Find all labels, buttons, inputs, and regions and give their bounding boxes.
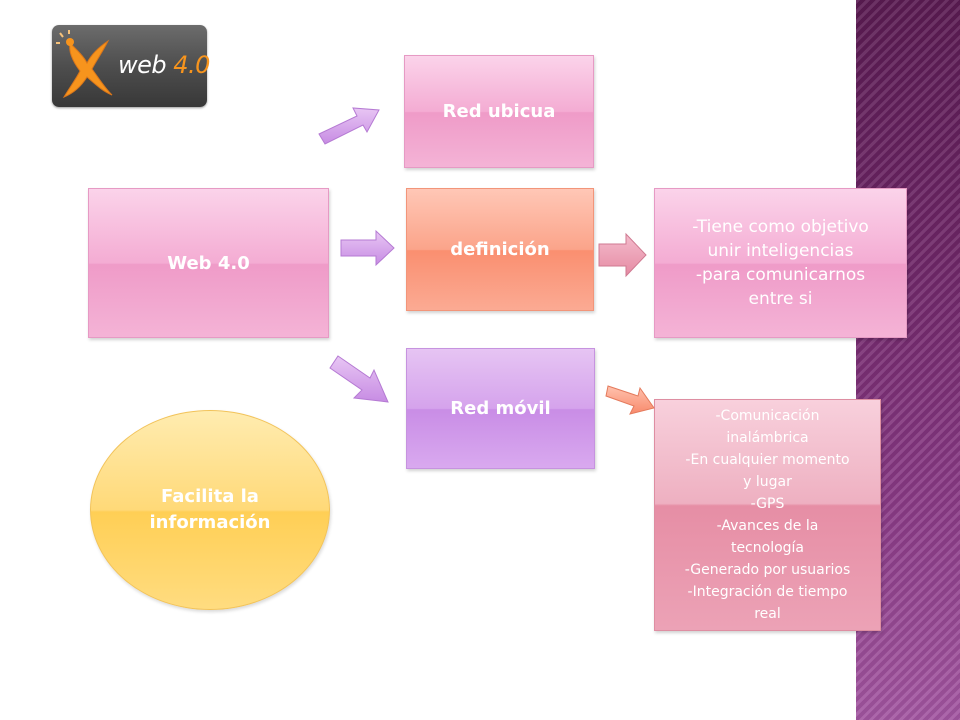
movil-detail-line: y lugar — [743, 474, 792, 490]
definicion-label: definición — [450, 239, 550, 260]
movil-detail-line: -Generado por usuarios — [684, 562, 851, 578]
web40-logo: web 4.0 — [52, 25, 210, 107]
movil-detail-box: -Comunicación inalámbrica -En cualquier … — [654, 399, 881, 631]
movil-detail-line: -Avances de la — [716, 518, 819, 534]
arrow-to-red-ubicua — [318, 107, 380, 145]
movil-detail-line: -GPS — [750, 496, 785, 512]
x-mascot-icon — [56, 30, 113, 99]
arrow-to-red-movil — [329, 355, 389, 403]
web40-node-label: Web 4.0 — [167, 252, 250, 274]
movil-detail-line: tecnología — [730, 540, 805, 556]
arrow-to-definition-detail — [598, 232, 647, 278]
red-movil-node: Red móvil — [406, 348, 595, 469]
oval-line: información — [149, 512, 271, 533]
red-ubicua-label: Red ubicua — [442, 101, 556, 122]
logo-wordmark: web 4.0 — [118, 51, 210, 79]
arrow-to-definicion — [340, 229, 395, 267]
definition-detail-box: -Tiene como objetivo unir inteligencias … — [654, 188, 907, 338]
arrow-to-movil-detail — [605, 385, 655, 415]
definicion-node: definición — [406, 188, 594, 311]
red-ubicua-node: Red ubicua — [404, 55, 594, 168]
movil-detail-line: real — [754, 606, 781, 622]
facilita-oval: Facilita la información — [90, 410, 330, 610]
logo-version: 4.0 — [173, 51, 210, 79]
logo-text: web — [118, 51, 167, 79]
definition-detail-line: entre si — [748, 289, 813, 309]
definition-detail-line: unir inteligencias — [707, 241, 854, 261]
movil-detail-line: -En cualquier momento — [685, 452, 850, 468]
definition-detail-line: -Tiene como objetivo — [692, 217, 869, 237]
movil-detail-line: inalámbrica — [726, 430, 809, 446]
web40-node: Web 4.0 — [88, 188, 329, 338]
oval-line: Facilita la — [161, 486, 259, 507]
movil-detail-line: -Integración de tiempo — [687, 584, 848, 600]
definition-detail-line: -para comunicarnos — [695, 265, 866, 285]
red-movil-label: Red móvil — [450, 398, 551, 419]
movil-detail-line: -Comunicación — [715, 408, 820, 424]
